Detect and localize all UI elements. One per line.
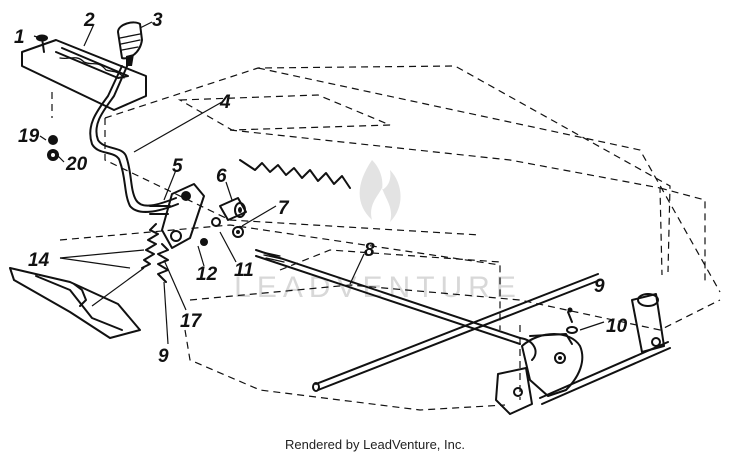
shift-lever-part-4	[95, 63, 177, 207]
callout-9-left: 9	[158, 346, 169, 367]
callout-20: 20	[65, 154, 88, 175]
lower-linkage	[9, 267, 141, 339]
screw-part-1	[36, 34, 48, 53]
callout-10: 10	[606, 316, 628, 337]
bolt-part-9-right	[566, 307, 578, 334]
shift-plate	[21, 39, 147, 111]
callout-14: 14	[28, 250, 50, 271]
callout-7: 7	[278, 198, 290, 219]
callout-11: 11	[234, 260, 254, 281]
nut-part-19-20	[47, 92, 59, 161]
cam-plate-part-10	[495, 333, 584, 415]
callout-labels: 1 2 3 4 5 6 7 8 9 10 11 12 14 17 9 19 20	[14, 10, 628, 367]
callout-17: 17	[180, 311, 203, 332]
callout-6: 6	[216, 166, 227, 187]
callout-3: 3	[152, 10, 163, 31]
pivot-bracket-part-5	[149, 183, 205, 249]
callout-2: 2	[83, 10, 95, 31]
cross-shaft	[312, 273, 671, 405]
footer-credit: Rendered by LeadVenture, Inc.	[285, 437, 465, 452]
watermark: LEADVENTURE	[234, 160, 522, 304]
spring-part-14	[141, 223, 159, 269]
leader-lines	[33, 21, 605, 345]
callout-19: 19	[18, 126, 40, 147]
spacer-part-6	[219, 197, 247, 221]
callout-12: 12	[196, 264, 218, 285]
control-rod-part-8	[255, 249, 537, 361]
washers-part-7-11-12	[200, 217, 244, 246]
watermark-text: LEADVENTURE	[234, 271, 522, 304]
callout-4: 4	[219, 92, 231, 113]
callout-9-right: 9	[594, 276, 605, 297]
right-pivot-bracket	[631, 293, 665, 353]
watermark-flame-icon	[359, 160, 401, 222]
callout-8: 8	[364, 240, 375, 261]
shift-lever-part-4-edge	[89, 65, 179, 213]
callout-1: 1	[14, 27, 25, 48]
notched-bracket	[239, 159, 351, 189]
spring-part-17	[157, 243, 169, 283]
callout-5: 5	[172, 156, 183, 177]
knob-part-3	[117, 21, 143, 66]
